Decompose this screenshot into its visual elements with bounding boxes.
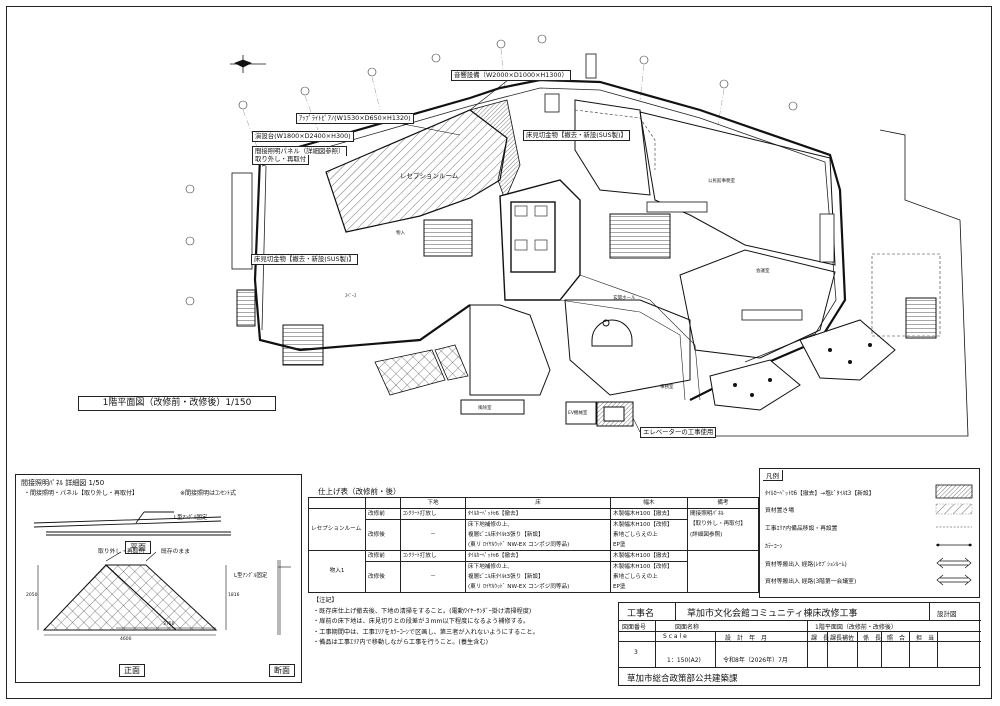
room-label-storage: 物入 [396, 231, 405, 236]
design-date: 令和8年（2026年）7月 [723, 657, 788, 664]
table-row: 複層ﾋﾞﾆﾙ床ﾀｲﾙt3張り【新設】 素地ごしらえの上 [309, 572, 759, 582]
drawing-type: 設計図 [937, 610, 957, 618]
table-row: レセプションルーム 改修前 ｺﾝｸﾘｰﾄ打放し ﾀｲﾙｶｰﾍﾟｯﾄt6【撤去】 … [308, 508, 759, 551]
dim-height2: 1816 [228, 593, 240, 598]
indirect-light-detail: 間接照明ﾊﾟﾈﾙ 詳細図 1/50 ・間接照明・パネル【取り外し・再取付】 ※間… [15, 474, 302, 683]
role-deputy: 課長補佐 [830, 635, 855, 642]
plan-view-label: 平面 [125, 541, 151, 554]
detail-note2: ※間接照明はｺﾝｾﾝﾄ式 [180, 490, 237, 497]
floor-edge-label-top: 床見切金物【撤去・新設(SUS製)】 [523, 130, 630, 141]
stage-label: 演設台(W1800×D2400×H300) [252, 131, 354, 142]
scale-label: S c a l e [663, 633, 687, 640]
room-label-machine: EV機械室 [568, 411, 588, 416]
col-base: 下地 [400, 497, 466, 509]
scale-value: 1：150(A2) [667, 657, 701, 664]
role-staff: 担 当 [916, 635, 935, 642]
legend-title: 凡例 [763, 470, 783, 481]
col-phase [365, 497, 401, 509]
project-label: 工事名 [627, 609, 655, 619]
table-row: 物入1 改修前 ｺﾝｸﾘｰﾄ打放し ﾀｲﾙｶｰﾍﾟｯﾄt6【撤去】 木製幅木H1… [308, 550, 759, 593]
dim-height: 2050 [26, 593, 38, 598]
legend-item: 資材等搬出入 経路(3階第一会議室) [765, 579, 857, 585]
role-chief: 係 長 [863, 635, 882, 642]
room-label-office2: 公民館事務室 [708, 179, 735, 184]
table-row: 改修後 － 床下地補修の上、 木製幅木H100【改修】 【取り外し・再取付】 [309, 519, 759, 551]
notes-block: 【注記】 ・既存床仕上げ撤去後、下地の清掃をすること。(電動ﾜｲﾔｰｻﾝﾀﾞｰ掛… [313, 596, 539, 649]
department-name: 草加市総合政策部公共建築課 [627, 674, 738, 684]
col-skirting: 幅木 [610, 497, 688, 509]
table-row: (東リ ﾛｲﾔﾙｳｯﾄﾞ NW-EX コンポジ同等品) EP塗 [309, 582, 759, 593]
room-label-entrance: 風除室 [478, 406, 492, 411]
design-date-label: 設 計 年 月 [725, 635, 768, 642]
room-label-meeting: 会議室 [756, 269, 770, 274]
legend-symbols [935, 484, 973, 586]
dim-inner: 3750 [163, 622, 175, 627]
remove-reinstall-note: 取り外し・再取付 [98, 549, 145, 555]
legend: 凡例 ﾀｲﾙｶｰﾍﾟｯﾄt6【撤去】→塩ﾋﾞﾀｲﾙt3【新設】 資材置き場 工事… [759, 468, 980, 598]
room-label-space: ｽﾍﾟｰｽ [345, 294, 357, 299]
keep-existing-note: 既存のまま [161, 549, 190, 555]
table-row: 改修後 － 床下地補修の上、 木製幅木H100【改修】 [309, 561, 759, 593]
detail-title: 間接照明ﾊﾟﾈﾙ 詳細図 1/50 [21, 479, 105, 487]
notes-title: 【注記】 [313, 597, 338, 604]
legend-item: ｶﾗｰｺｰﾝ [765, 544, 783, 550]
col-room [308, 497, 366, 509]
detail-drawing [33, 511, 291, 636]
drawing-name-label: 図面名称 [675, 624, 700, 631]
note-item: ・扉前の床下地は、床見切りとの段差が３mm以下程度になるよう補修する。 [313, 618, 530, 625]
col-note: 備考 [687, 497, 759, 509]
note-item: ・既存床仕上げ撤去後、下地の清掃をすること。(電動ﾜｲﾔｰｻﾝﾀﾞｰ掛け清掃程度… [313, 607, 532, 615]
angle-label-section: L型ｱﾝｸﾞﾙ固定 [234, 573, 268, 579]
remove-reinstall-label: 取り外し・再取付 [252, 155, 310, 165]
legend-item: 資材等搬出入 経路(ﾚｾﾌﾟｼｮﾝﾙｰﾑ) [765, 562, 847, 568]
drawing-no-label: 図面番号 [622, 624, 647, 631]
note-item: ・工事期間中は、工事ｴﾘｱをｶﾗｰｺｰﾝで区画し、第三者が入れないようにすること… [313, 628, 539, 636]
drawing-name: 1階平面図（改修前・改修後） [815, 624, 897, 631]
role-manager: 課 長 [811, 635, 830, 642]
plan-title: 1階平面図（改修前・改修後）1/150 [78, 396, 276, 411]
drawing-sheet [6, 6, 992, 699]
finish-table-title: 仕上げ表（改修前・後） [318, 487, 401, 496]
title-block: 工事名 草加市文化会館コミュニティ棟床改修工事 設計図 図面番号 図面名称 1階… [618, 602, 981, 686]
legend-item: 資材置き場 [765, 508, 794, 514]
dim-width: 4600 [120, 637, 132, 642]
legend-item: ﾀｲﾙｶｰﾍﾟｯﾄt6【撤去】→塩ﾋﾞﾀｲﾙt3【新設】 [765, 491, 875, 497]
table-row: 複層ﾋﾞﾆﾙ床ﾀｲﾙt3張り【新設】 素地ごしらえの上 (詳細図参照) [309, 530, 759, 540]
drawing-number: 3 [634, 649, 638, 656]
section-view-label: 断面 [269, 664, 295, 677]
indirect-light-panel-label: 間接照明パネル（詳細図参照） [252, 146, 348, 156]
col-floor: 床 [465, 497, 611, 509]
role-check: 照 合 [887, 635, 906, 642]
room-label-office: 事務室 [660, 385, 674, 390]
room-label-hall: 玄関ホール [613, 296, 636, 301]
detail-note: ・間接照明・パネル【取り外し・再取付】 [24, 490, 139, 497]
floor-edge-label-left: 床見切金物【撤去・新設(SUS製)】 [251, 254, 358, 265]
angle-label: L型ｱﾝｸﾞﾙ固定 [174, 515, 208, 521]
note-item: ・備品は工事ｴﾘｱ内で移動しながら工事を行うこと。(養生含む) [313, 639, 488, 646]
piano-label: ｱｯﾌﾟﾗｲﾄﾋﾟｱﾉ(W1530×D650×H1320) [296, 113, 414, 124]
elevator-use-label: エレベーターの工事使用 [640, 427, 717, 438]
front-view-label: 正面 [119, 664, 145, 677]
reception-room-label: レセプションルーム [400, 172, 459, 180]
sound-equipment-label: 音響設備（W2000×D1000×H1300） [451, 70, 571, 81]
finish-table: 下地 床 幅木 備考 レセプションルーム 改修前 ｺﾝｸﾘｰﾄ打放し ﾀｲﾙｶｰ… [308, 497, 759, 593]
legend-item: 工事ｴﾘｱ内備品移設・再設置 [765, 526, 838, 532]
project-name: 草加市文化会館コミュニティ棟床改修工事 [687, 609, 858, 619]
